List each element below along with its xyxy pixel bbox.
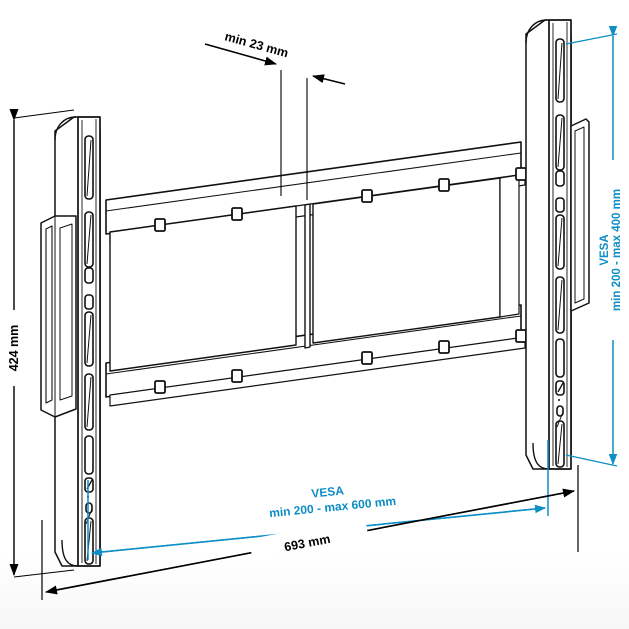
total-height-dimension: 424 mm <box>5 109 75 578</box>
right-rail-slot-inner-lines <box>556 42 564 465</box>
min-depth-label: min 23 mm <box>223 29 290 60</box>
vesa-vertical-label-bottom: min 200 - max 400 mm <box>611 189 623 311</box>
total-width-dimension: 693 mm <box>41 465 579 600</box>
left-side-plate <box>40 215 77 418</box>
back-panels <box>109 174 520 372</box>
vesa-vertical-dimension: VESA min 200 - max 400 mm <box>565 26 624 467</box>
left-vertical-rail <box>40 116 101 567</box>
mounting-holes <box>154 167 527 394</box>
right-vertical-rail <box>525 19 590 470</box>
bracket-assembly <box>40 19 590 567</box>
vesa-vertical-label-top: VESA <box>599 234 611 265</box>
total-height-label: 424 mm <box>7 325 21 372</box>
vesa-horizontal-label-top: VESA <box>311 483 345 500</box>
right-side-plate <box>570 118 590 312</box>
